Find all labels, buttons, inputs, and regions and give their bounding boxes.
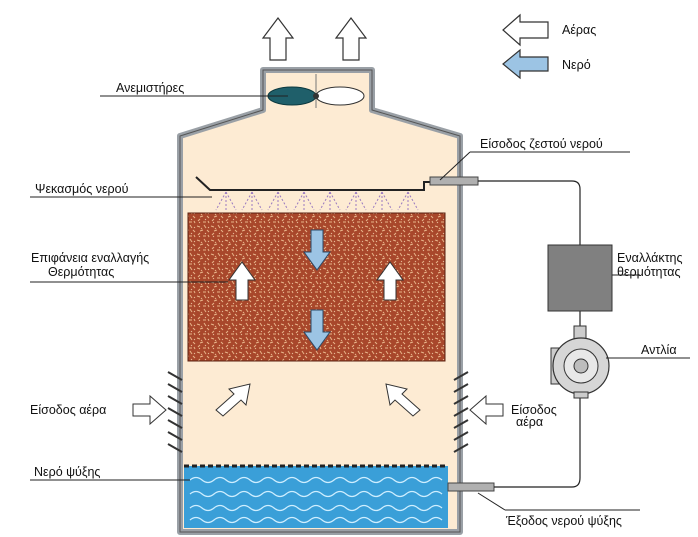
label-air-inlet-left: Είσοδος αέρα — [30, 403, 106, 417]
cooling-water-outlet-pipe — [447, 482, 495, 492]
air-up-arrow-left — [228, 261, 256, 301]
air-inlet-arrow-left-outer — [132, 394, 167, 426]
fan-assembly — [267, 74, 365, 108]
legend: Αέρας Νερό — [502, 13, 596, 80]
label-exchange-surface-1: Επιφάνεια εναλλαγής — [31, 251, 149, 265]
leader-lines — [30, 95, 690, 511]
label-pump: Αντλία — [641, 343, 677, 357]
air-legend-arrow — [502, 13, 549, 47]
fan-blade-right — [315, 86, 365, 106]
hot-water-inlet-pipe — [429, 176, 479, 186]
water-down-arrow-bottom — [303, 309, 331, 351]
air-inlet-arrow-right-outer — [469, 394, 504, 426]
label-heat-exchanger-2: θερμότητας — [617, 265, 681, 279]
external-piping — [478, 180, 581, 488]
water-legend-arrow — [502, 48, 549, 80]
label-cooling-water: Νερό ψύξης — [34, 465, 100, 479]
air-exhaust-arrow-left — [261, 17, 295, 61]
spray-pipe — [195, 176, 440, 191]
air-inlet-arrow-left-inner — [215, 383, 251, 417]
cooling-water-basin — [184, 464, 495, 528]
label-water-spray: Ψεκασμός νερού — [35, 182, 129, 196]
air-inlet-arrow-right-inner — [385, 383, 421, 417]
label-heat-exchanger-1: Εναλλάκτης — [617, 251, 683, 265]
air-exhaust-arrow-right — [334, 17, 368, 61]
label-air-inlet-right-1: Είσοδος — [511, 403, 557, 417]
label-fans: Ανεμιστήρες — [116, 81, 184, 95]
water-down-arrow-top — [303, 229, 331, 271]
air-exhaust-arrows — [261, 17, 368, 61]
legend-air-label: Αέρας — [562, 23, 596, 37]
pump — [550, 325, 610, 399]
fill-media — [187, 212, 446, 362]
legend-water-label: Νερό — [562, 58, 591, 72]
spray-nozzles — [215, 191, 419, 212]
label-exchange-surface-2: Θερμότητας — [48, 265, 114, 279]
label-hot-water-inlet: Είσοδος ζεστού νερού — [480, 137, 603, 151]
label-cooling-water-outlet: Έξοδος νερού ψύξης — [505, 514, 622, 528]
heat-exchanger — [547, 244, 613, 312]
air-up-arrow-right — [376, 261, 404, 301]
label-air-inlet-right-2: αέρα — [516, 415, 543, 429]
spray-system — [195, 176, 479, 212]
air-inlet-louvers — [167, 371, 469, 453]
